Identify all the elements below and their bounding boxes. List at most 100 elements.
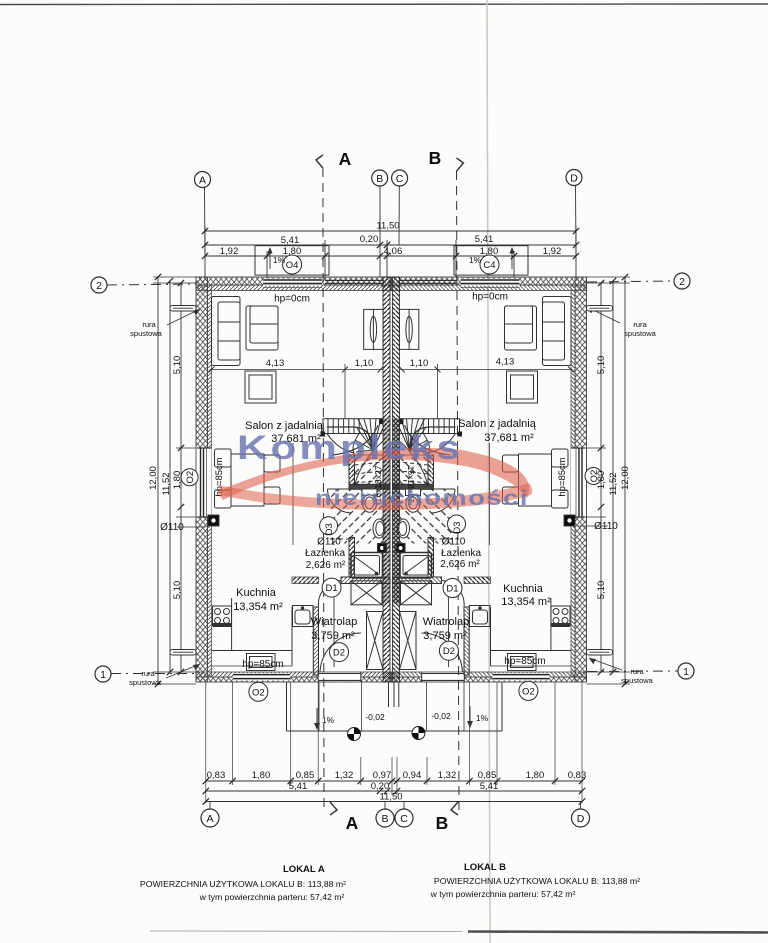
svg-text:2: 2 (679, 276, 685, 288)
svg-text:Salon z jadalnią: Salon z jadalnią (245, 420, 324, 432)
svg-text:1,10: 1,10 (410, 358, 429, 369)
svg-text:C: C (400, 813, 408, 825)
svg-text:13,354 m²: 13,354 m² (501, 596, 551, 608)
svg-text:hp=85cm: hp=85cm (214, 457, 225, 496)
svg-text:1%: 1% (469, 255, 482, 265)
svg-text:C4: C4 (483, 260, 495, 271)
svg-text:0,85: 0,85 (478, 770, 497, 781)
svg-text:37,681 m²: 37,681 m² (271, 433, 321, 445)
svg-text:1%: 1% (322, 715, 335, 725)
svg-text:rura: rura (141, 669, 155, 678)
svg-text:hp=85cm: hp=85cm (504, 656, 545, 667)
svg-text:A: A (339, 149, 352, 169)
svg-text:1,10: 1,10 (355, 358, 374, 369)
svg-text:0,85: 0,85 (296, 770, 315, 781)
svg-text:Ø110: Ø110 (317, 537, 341, 548)
svg-text:w tym powierzchnia parteru: 57: w tym powierzchnia parteru: 57,42 m² (199, 892, 345, 902)
svg-text:1: 1 (683, 666, 689, 678)
svg-text:A: A (206, 813, 213, 825)
svg-text:spustowa: spustowa (621, 676, 654, 685)
svg-text:4,13: 4,13 (266, 358, 285, 369)
svg-text:spustowa: spustowa (129, 678, 162, 687)
svg-text:O2: O2 (589, 470, 600, 483)
svg-text:1,80: 1,80 (283, 246, 302, 257)
svg-text:B: B (436, 813, 449, 833)
svg-text:5,41: 5,41 (480, 781, 499, 792)
svg-text:rura: rura (142, 320, 156, 329)
svg-text:Ø110: Ø110 (442, 537, 466, 548)
svg-text:C: C (396, 173, 404, 185)
svg-text:37,681 m²: 37,681 m² (484, 432, 534, 444)
svg-text:0,94: 0,94 (403, 770, 422, 781)
svg-text:3,759 m²: 3,759 m² (423, 630, 467, 642)
svg-text:5,41: 5,41 (475, 234, 494, 245)
svg-text:1,92: 1,92 (220, 246, 239, 257)
svg-text:hp=85cm: hp=85cm (242, 659, 283, 670)
svg-text:LOKAL B: LOKAL B (464, 862, 506, 873)
svg-text:5,41: 5,41 (281, 235, 300, 246)
svg-text:12,00: 12,00 (148, 466, 159, 490)
svg-text:D3: D3 (452, 521, 463, 533)
svg-text:16x18x27: 16x18x27 (373, 465, 383, 502)
svg-text:D2: D2 (333, 648, 345, 659)
svg-text:POWIERZCHNIA UŻYTKOWA LOKALU B: POWIERZCHNIA UŻYTKOWA LOKALU B: 113,88 m… (434, 876, 640, 886)
svg-text:nieruchomości: nieruchomości (315, 487, 529, 511)
svg-text:Ø110: Ø110 (594, 521, 618, 532)
svg-text:16x18x27: 16x18x27 (406, 466, 416, 503)
svg-text:D1: D1 (326, 583, 338, 594)
svg-text:D2: D2 (443, 646, 455, 657)
svg-text:D1: D1 (446, 584, 458, 595)
svg-text:1,80: 1,80 (480, 246, 499, 257)
svg-text:1%: 1% (273, 255, 286, 265)
svg-text:A: A (346, 813, 359, 833)
svg-text:11,52: 11,52 (161, 472, 172, 495)
svg-text:hp=0cm: hp=0cm (274, 294, 310, 305)
svg-text:Wiatrolap: Wiatrolap (423, 616, 469, 628)
svg-text:0,20: 0,20 (371, 781, 390, 792)
svg-text:3,759 m²: 3,759 m² (311, 630, 355, 642)
svg-text:-0,02: -0,02 (365, 712, 385, 722)
svg-text:O2: O2 (522, 686, 535, 697)
svg-text:5,10: 5,10 (172, 356, 183, 375)
svg-text:hp=0cm: hp=0cm (472, 292, 508, 303)
svg-text:0,83: 0,83 (207, 770, 226, 781)
svg-text:Wiatrolap: Wiatrolap (311, 616, 357, 628)
svg-text:spustowa: spustowa (130, 329, 163, 338)
svg-text:1%: 1% (476, 713, 489, 723)
svg-text:0,20: 0,20 (360, 234, 379, 245)
svg-text:D3: D3 (324, 523, 335, 535)
svg-text:Łazienka: Łazienka (441, 548, 481, 559)
svg-text:Salon z jadalnią: Salon z jadalnią (458, 418, 537, 430)
svg-text:1,80: 1,80 (172, 471, 183, 490)
svg-text:1: 1 (100, 669, 106, 681)
svg-text:1,80: 1,80 (252, 770, 271, 781)
svg-text:rura: rura (630, 667, 644, 676)
svg-text:O2: O2 (185, 471, 196, 484)
svg-text:hp=85cm: hp=85cm (557, 457, 568, 496)
svg-text:11,50: 11,50 (379, 792, 402, 803)
svg-text:spustowa: spustowa (624, 329, 657, 338)
svg-text:5,10: 5,10 (172, 581, 183, 600)
svg-text:B: B (381, 813, 388, 825)
svg-text:Łazienka: Łazienka (305, 548, 345, 559)
svg-text:2,626 m²: 2,626 m² (440, 559, 480, 570)
svg-text:B: B (429, 148, 442, 168)
svg-text:5,10: 5,10 (596, 356, 607, 375)
svg-text:D: D (577, 813, 585, 825)
svg-text:O2: O2 (252, 687, 265, 698)
svg-text:5,10: 5,10 (596, 581, 607, 600)
svg-text:Ø110: Ø110 (160, 522, 184, 533)
svg-text:O4: O4 (286, 260, 299, 271)
svg-text:Kompleks: Kompleks (237, 429, 463, 467)
svg-text:13,354 m²: 13,354 m² (233, 601, 283, 613)
svg-text:1,92: 1,92 (543, 246, 562, 257)
svg-text:2,626 m²: 2,626 m² (306, 560, 346, 571)
svg-text:A: A (199, 175, 206, 187)
svg-text:1,80: 1,80 (596, 471, 607, 490)
svg-text:4,06: 4,06 (384, 246, 403, 257)
svg-text:Kuchnia: Kuchnia (503, 583, 544, 595)
svg-text:w tym powierzchnia parteru: 57: w tym powierzchnia parteru: 57,42 m² (430, 889, 576, 899)
svg-text:-0,02: -0,02 (431, 711, 451, 721)
svg-text:12,00: 12,00 (620, 466, 631, 490)
svg-text:1,32: 1,32 (438, 770, 457, 781)
